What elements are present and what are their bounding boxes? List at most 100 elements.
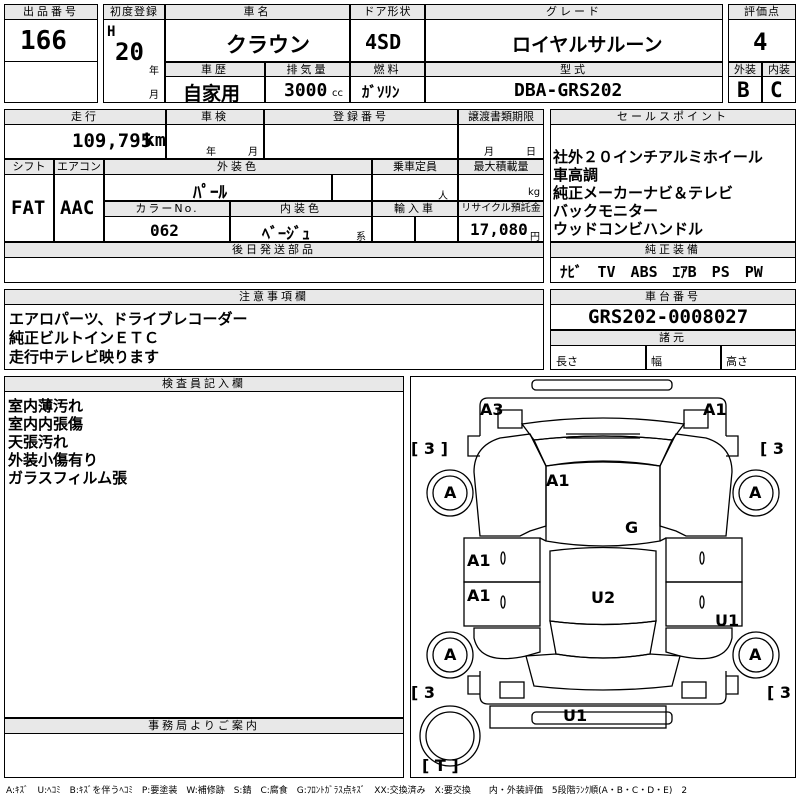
model-label: 型式 — [425, 62, 723, 77]
interior-box — [762, 76, 796, 103]
door-label: ドア形状 — [350, 4, 425, 20]
sales-line-3: 純正メーカーナビ＆テレビ — [553, 184, 734, 202]
year-unit: 年 — [149, 66, 159, 77]
transfer-month: 月 — [484, 147, 494, 158]
sales-point-box — [550, 124, 796, 242]
mileage-box — [4, 124, 166, 159]
office-label: 事務局よりご案内 — [4, 718, 404, 734]
label-u2: U2 — [591, 588, 616, 607]
capacity-label: 乗車定員 — [372, 159, 458, 175]
chassis-label: 車台番号 — [550, 289, 796, 305]
height-label: 高さ — [726, 355, 748, 368]
reg-no-box — [264, 124, 458, 159]
label-bracket-left-top: [ 3 ] — [411, 439, 448, 458]
int-color-unit: 系 — [356, 232, 366, 243]
grade-box — [425, 19, 723, 62]
recycle-box — [458, 216, 544, 242]
inspector-line-4: 外装小傷有り — [8, 451, 99, 469]
sales-line-1: 社外２０インチアルミホイール — [553, 148, 763, 166]
history: 自家用 — [183, 83, 241, 105]
rear-left-lamp — [499, 681, 525, 699]
inspector-line-3: 天張汚れ — [8, 433, 69, 451]
import-box-b — [415, 216, 458, 242]
history-box — [165, 76, 265, 103]
car-name-box — [165, 19, 350, 62]
right-rear-door — [665, 581, 743, 627]
rear-outline — [479, 671, 727, 705]
office-box — [4, 733, 404, 778]
aircon-label: エアコン — [54, 159, 104, 175]
length-box — [550, 345, 646, 370]
era: H — [107, 24, 116, 40]
label-wheel-rr: A — [749, 645, 762, 664]
sales-point-label: セールスポイント — [550, 109, 796, 125]
spare-tire — [419, 705, 481, 767]
trunk — [525, 653, 681, 691]
inspection-month-unit: 月 — [248, 147, 258, 158]
lot-no-label: 出品番号 — [4, 4, 98, 20]
label-a1-left-2: A1 — [467, 586, 491, 605]
right-rear-body — [665, 627, 733, 660]
equipment: ﾅﾋﾞ TV ABS ｴｱB PS PW — [560, 263, 763, 281]
label-u1-bottom: U1 — [563, 706, 588, 725]
wheel-front-left — [426, 469, 474, 517]
int-color: ﾍﾞｰｼﾞｭ — [262, 224, 311, 243]
height-box — [721, 345, 796, 370]
rear-window — [549, 620, 657, 659]
car-diagram-frame — [410, 376, 796, 778]
wheel-rear-left — [426, 631, 474, 679]
hood — [520, 417, 686, 441]
chassis-box — [550, 304, 796, 330]
recycle-unit: 円 — [530, 232, 540, 243]
inspection-label: 車検 — [166, 109, 264, 125]
first-reg-label: 初度登録 — [103, 4, 165, 20]
label-t: [ T ] — [422, 756, 459, 775]
label-a1-top-right: A1 — [703, 400, 727, 419]
score: 4 — [753, 28, 768, 56]
displacement-box — [265, 76, 350, 103]
width-label: 幅 — [651, 355, 662, 368]
equipment-label: 純正装備 — [550, 242, 796, 258]
exterior-grade: B — [737, 78, 750, 102]
mileage: 109,795 — [72, 130, 153, 152]
fuel: ｶﾞｿﾘﾝ — [362, 83, 400, 101]
later-parts-label: 後日発送部品 — [4, 242, 544, 258]
lot-divider — [4, 61, 98, 62]
car-name-label: 車名 — [165, 4, 350, 20]
reg-year: 20 — [115, 38, 144, 66]
ext-color-box — [104, 174, 332, 201]
ext-color: ﾊﾟｰﾙ — [193, 183, 227, 203]
front-left-corner — [467, 435, 480, 457]
score-label: 評価点 — [728, 4, 796, 20]
color-no: 062 — [150, 221, 179, 240]
label-wheel-fr: A — [749, 483, 762, 502]
right-front-body — [659, 433, 733, 537]
reg-no-label: 登録番号 — [264, 109, 458, 125]
recycle-label: リサイクル預託金 — [458, 201, 544, 217]
shift-box — [4, 174, 54, 242]
label-bracket-left-bottom: [ 3 — [411, 683, 436, 702]
sales-line-5: ウッドコンビハンドル — [553, 220, 704, 238]
label-a1-left-1: A1 — [467, 551, 491, 570]
grade-label: グレード — [425, 4, 723, 20]
transfer-label: 譲渡書類期限 — [458, 109, 544, 125]
fuel-box — [350, 76, 425, 103]
mileage-unit: km — [144, 130, 166, 151]
mileage-label: 走行 — [4, 109, 166, 125]
label-g: G — [625, 518, 639, 537]
left-front-handle — [500, 551, 506, 565]
damage-legend: A:ｷｽﾞ U:ﾍｺﾐ B:ｷｽﾞを伴うﾍｺﾐ P:要塗装 W:補修跡 S:錆 … — [6, 786, 688, 796]
interior-center — [549, 546, 657, 626]
inspector-line-2: 室内内張傷 — [8, 415, 84, 433]
chassis-number: GRS202-0008027 — [588, 306, 749, 328]
a-pillar-left — [529, 433, 547, 467]
recycle-amount: 17,080 — [470, 220, 528, 239]
inspection-year-unit: 年 — [206, 147, 216, 158]
month-unit: 月 — [149, 90, 159, 101]
label-wheel-rl: A — [444, 645, 457, 664]
inspector-line-1: 室内薄汚れ — [8, 397, 84, 415]
ext-color-extra — [332, 174, 372, 201]
label-roof-a1: A1 — [546, 471, 570, 490]
rear-bumper — [531, 711, 673, 725]
displacement: 3000 — [284, 80, 328, 101]
